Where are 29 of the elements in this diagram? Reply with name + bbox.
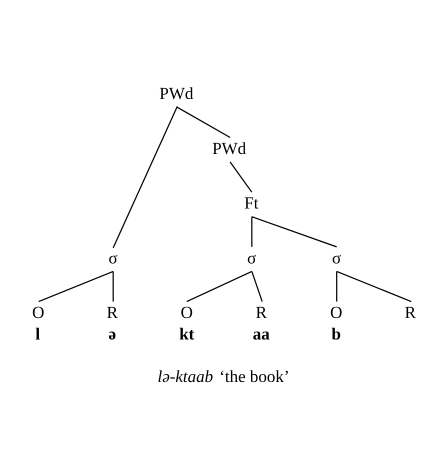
node-text: PWd xyxy=(212,138,246,158)
connector xyxy=(251,270,263,302)
connector xyxy=(251,216,252,246)
node-label: kt xyxy=(179,324,194,344)
connector xyxy=(252,216,337,247)
node-label: l xyxy=(35,324,40,344)
node-label: b xyxy=(332,324,341,344)
node-text: PWd xyxy=(159,84,194,103)
connector xyxy=(336,270,412,302)
node-text: O xyxy=(32,302,44,322)
node-text: O xyxy=(330,302,342,322)
node-text: R xyxy=(256,302,267,322)
node-text: O xyxy=(180,302,193,322)
caption: lə-ktaab ‘the book’ xyxy=(158,366,290,386)
connector xyxy=(336,270,338,302)
connector xyxy=(230,161,252,192)
node-text: Ft xyxy=(244,193,258,212)
node-label: aa xyxy=(252,324,270,344)
node-text: σ xyxy=(332,248,342,267)
node-text: R xyxy=(106,302,118,322)
node-text: σ xyxy=(247,248,256,267)
node-label: ə xyxy=(108,324,116,344)
node-text: R xyxy=(404,302,416,322)
node-text: σ xyxy=(108,248,118,267)
connector xyxy=(112,106,178,248)
connector xyxy=(38,270,114,302)
connector xyxy=(186,270,252,302)
connector xyxy=(112,270,114,302)
connector xyxy=(177,106,230,138)
